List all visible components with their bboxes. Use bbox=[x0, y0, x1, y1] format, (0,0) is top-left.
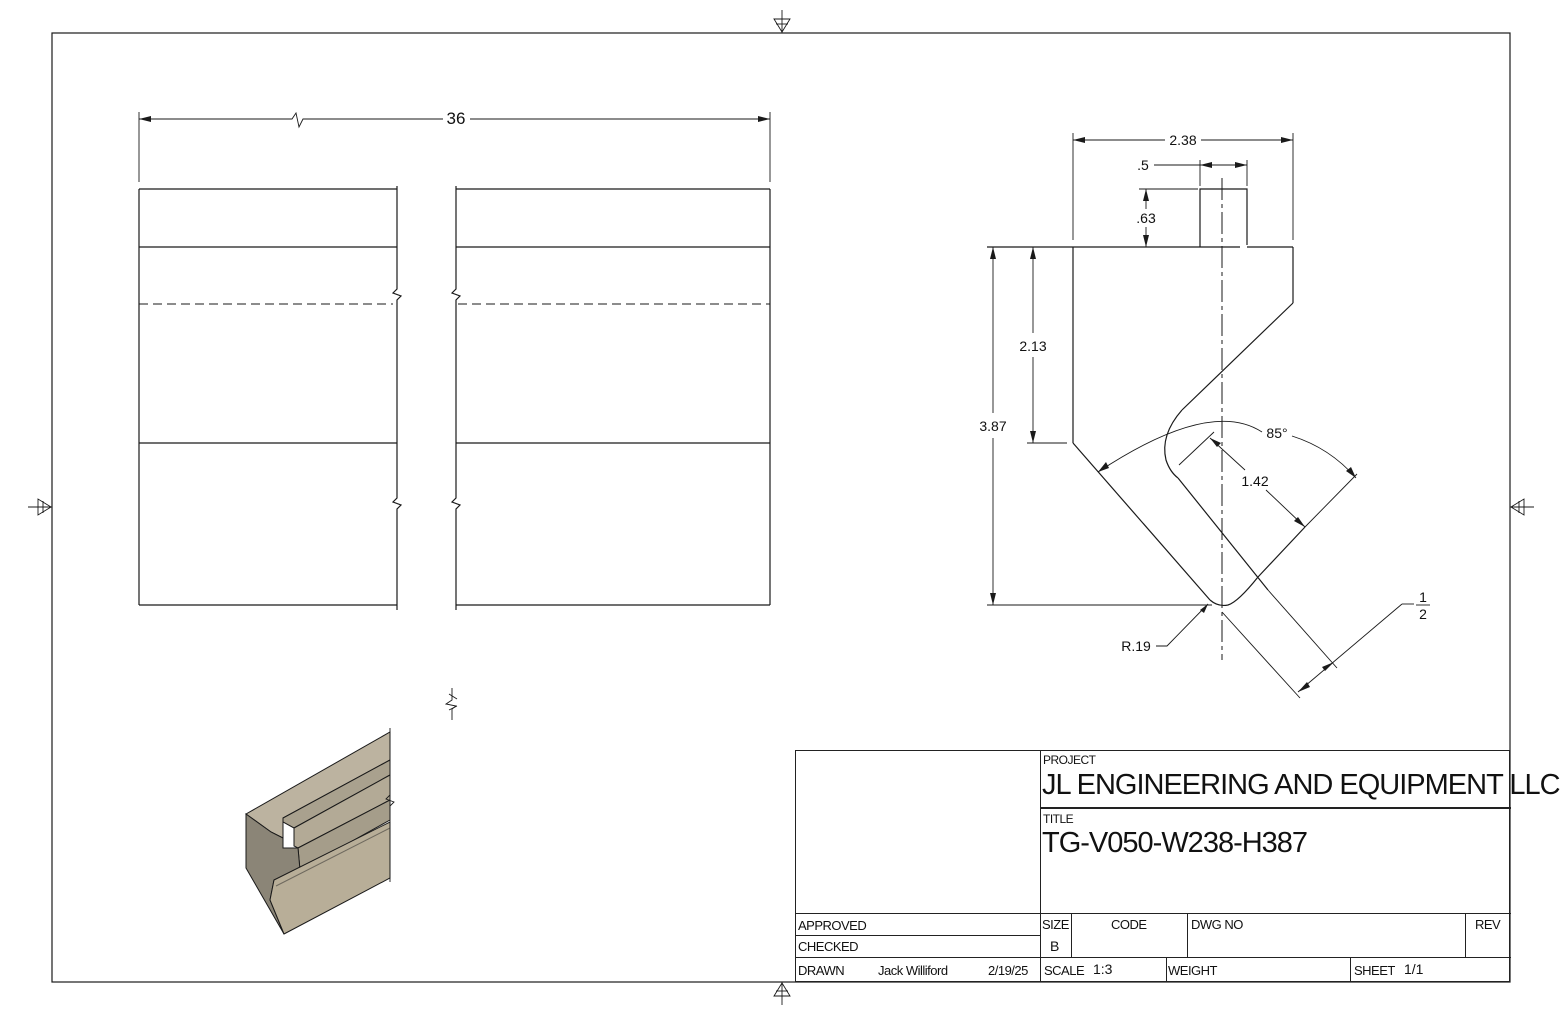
centering-mark-right-icon bbox=[1510, 498, 1534, 516]
size-label: SIZE bbox=[1042, 917, 1069, 932]
slot-width-dimension: .5 bbox=[1137, 157, 1149, 173]
drawn-cell: DRAWN Jack Williford 2/19/25 bbox=[796, 957, 1041, 982]
dwg-no-label: DWG NO bbox=[1191, 917, 1243, 932]
sheet-border bbox=[51, 32, 1511, 983]
width-dimension: 2.38 bbox=[1169, 132, 1196, 148]
code-label: CODE bbox=[1111, 917, 1147, 932]
size-value: B bbox=[1050, 938, 1060, 954]
checked-label: CHECKED bbox=[798, 939, 859, 954]
sheet-value: 1/1 bbox=[1404, 961, 1424, 977]
front-view: 36 bbox=[138, 109, 771, 610]
approved-cell: APPROVED bbox=[796, 913, 1041, 936]
slot-depth-dimension: .63 bbox=[1136, 210, 1156, 226]
v-angle-dimension: 85° bbox=[1266, 425, 1287, 441]
total-height-dimension: 3.87 bbox=[979, 418, 1006, 434]
tip-radius-dimension: R.19 bbox=[1121, 638, 1151, 654]
code-cell: CODE bbox=[1071, 913, 1188, 958]
weight-cell: WEIGHT bbox=[1166, 957, 1351, 982]
v-depth-dimension: 1.42 bbox=[1241, 473, 1268, 489]
weight-label: WEIGHT bbox=[1168, 963, 1218, 978]
scale-cell: SCALE 1:3 bbox=[1040, 957, 1167, 982]
blank-notes-area bbox=[796, 751, 1041, 914]
upper-height-dimension: 2.13 bbox=[1019, 338, 1046, 354]
drawn-by: Jack Williford bbox=[878, 963, 948, 978]
flat-width-denominator: 2 bbox=[1419, 606, 1427, 622]
sheet-label: SHEET bbox=[1354, 963, 1395, 978]
title-label: TITLE bbox=[1043, 812, 1074, 826]
title-block: PROJECT JL ENGINEERING AND EQUIPMENT LLC… bbox=[795, 750, 1561, 982]
title-value: TG-V050-W238-H387 bbox=[1042, 827, 1308, 859]
title-cell: TITLE TG-V050-W238-H387 bbox=[1040, 808, 1511, 914]
size-cell: SIZE B bbox=[1040, 913, 1072, 958]
project-label: PROJECT bbox=[1043, 753, 1096, 767]
centering-mark-left-icon bbox=[28, 498, 52, 516]
length-dimension: 36 bbox=[447, 109, 466, 128]
scale-value: 1:3 bbox=[1093, 961, 1113, 977]
centering-mark-bottom-icon bbox=[773, 982, 791, 1005]
checked-cell: CHECKED bbox=[796, 935, 1041, 958]
rev-cell: REV bbox=[1465, 913, 1511, 958]
project-cell: PROJECT JL ENGINEERING AND EQUIPMENT LLC bbox=[1040, 750, 1561, 808]
isometric-model-view bbox=[245, 728, 395, 935]
dwg-no-cell: DWG NO bbox=[1187, 913, 1466, 958]
rev-label: REV bbox=[1475, 917, 1501, 932]
section-view: 2.38 .5 .63 2.13 3.87 85° bbox=[979, 132, 1430, 699]
scale-label: SCALE bbox=[1044, 963, 1085, 978]
drawn-label: DRAWN bbox=[798, 963, 845, 978]
break-symbol-icon bbox=[444, 688, 458, 720]
drawn-date: 2/19/25 bbox=[988, 963, 1028, 978]
sheet-cell: SHEET 1/1 bbox=[1350, 957, 1511, 982]
flat-width-numerator: 1 bbox=[1419, 589, 1427, 605]
centering-mark-top-icon bbox=[773, 10, 791, 33]
approved-label: APPROVED bbox=[798, 918, 867, 933]
project-name: JL ENGINEERING AND EQUIPMENT LLC bbox=[1042, 769, 1561, 801]
